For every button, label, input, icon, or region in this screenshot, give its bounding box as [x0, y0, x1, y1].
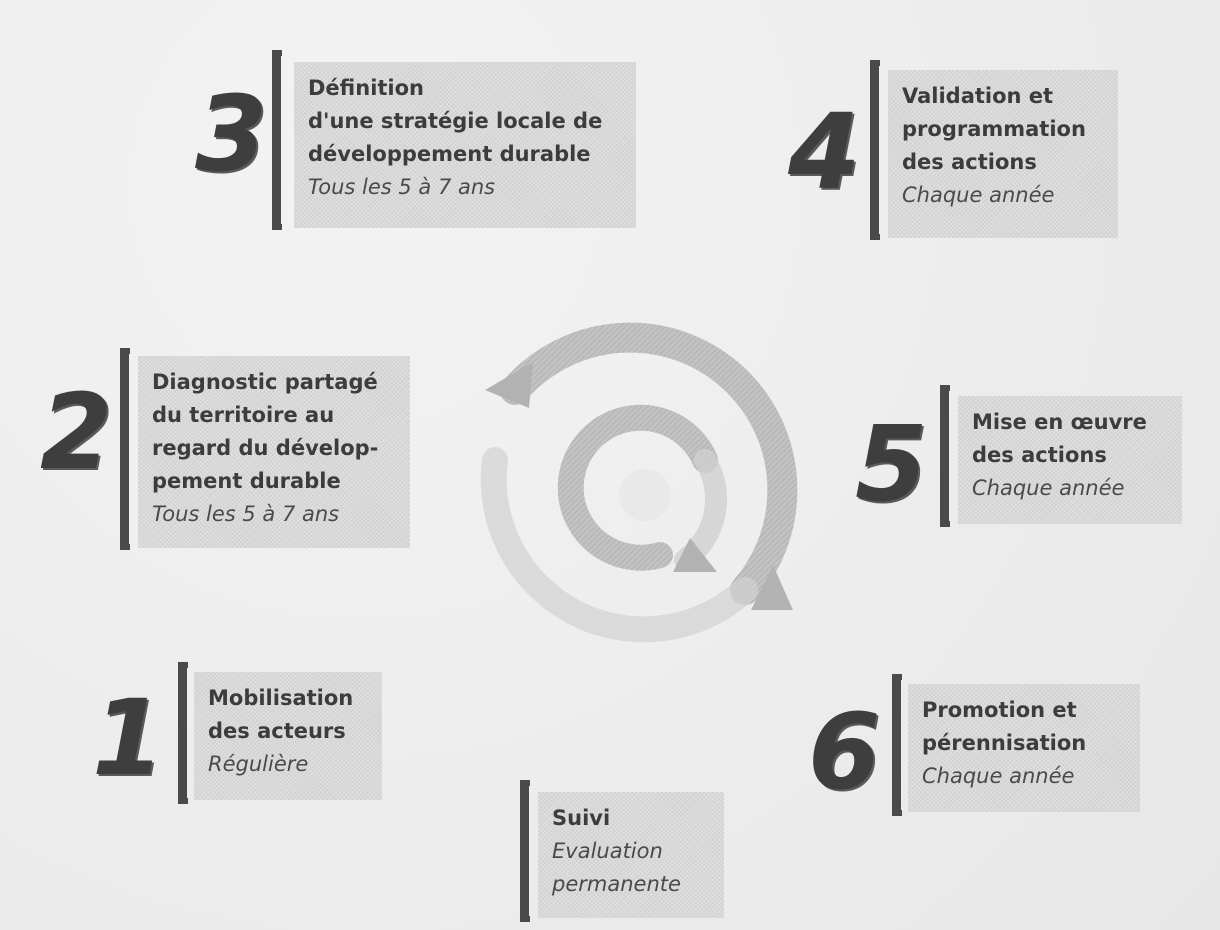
step-2-title: Diagnostic partagé du territoire au rega… [152, 370, 379, 493]
step-2-number: 2 [40, 371, 112, 493]
suivi-bracket [520, 780, 530, 922]
step-3-frequency: Tous les 5 à 7 ans [308, 175, 496, 199]
step-3-number: 3 [195, 73, 267, 195]
step-6-box: Promotion et pérennisation Chaque année [908, 684, 1140, 812]
step-4-bracket [870, 60, 880, 240]
step-6-bracket [892, 674, 902, 816]
step-1-title: Mobilisation des acteurs [208, 686, 354, 743]
suivi-title: Suivi [552, 806, 611, 830]
step-5-frequency: Chaque année [972, 476, 1125, 500]
step-1-frequency: Régulière [208, 752, 309, 776]
step-2-bracket [120, 348, 130, 550]
step-4-frequency: Chaque année [902, 183, 1055, 207]
step-5-number: 5 [855, 403, 927, 525]
step-3-title: Définition d'une stratégie locale de dév… [308, 76, 603, 166]
step-4-title: Validation et programmation des actions [902, 84, 1086, 174]
step-6-title: Promotion et pérennisation [922, 698, 1087, 755]
step-5-box: Mise en œuvre des actions Chaque année [958, 396, 1182, 524]
step-5-bracket [940, 385, 950, 527]
suivi-box: Suivi Evaluation permanente [538, 792, 724, 918]
suivi-frequency: Evaluation permanente [552, 839, 681, 896]
step-5-title: Mise en œuvre des actions [972, 410, 1147, 467]
step-3-bracket [272, 50, 282, 230]
step-1-number: 1 [92, 677, 164, 799]
spiral-arrows-icon [480, 322, 798, 643]
step-3-box: Définition d'une stratégie locale de dév… [294, 62, 636, 228]
step-2-box: Diagnostic partagé du territoire au rega… [138, 356, 410, 548]
step-6-number: 6 [808, 691, 880, 813]
step-1-bracket [178, 662, 188, 804]
step-1-box: Mobilisation des acteurs Régulière [194, 672, 382, 800]
step-2-frequency: Tous les 5 à 7 ans [152, 502, 340, 526]
step-4-box: Validation et programmation des actions … [888, 70, 1118, 238]
step-6-frequency: Chaque année [922, 764, 1075, 788]
step-4-number: 4 [788, 91, 860, 213]
